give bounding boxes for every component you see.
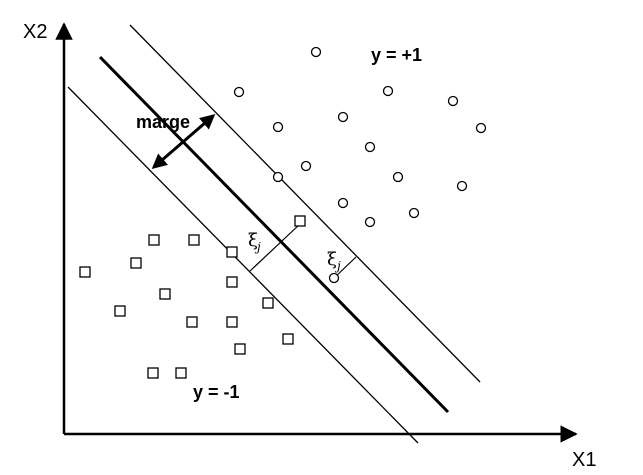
negative-point [262,297,274,309]
svg-text:j: j [254,240,261,254]
positive-point [272,121,284,133]
negative-point [130,257,142,269]
negative-point [226,246,238,258]
negative-point [147,367,159,379]
negative-class-label: y = -1 [193,382,240,402]
positive-point [272,171,284,183]
x-axis-label: X1 [572,449,596,471]
margin-label: marge [136,112,190,132]
y-axis-label: X2 [23,21,47,43]
negative-point [282,333,294,345]
positive-point [364,216,376,228]
positive-point [447,95,459,107]
positive-point [475,122,487,134]
positive-point-misclassified [328,272,340,284]
positive-point [382,85,394,97]
negative-point [175,367,187,379]
positive-point [233,86,245,98]
svg-text:ξ: ξ [327,249,337,270]
slack-line-square [249,223,301,272]
positive-points [233,46,487,284]
positive-point [456,180,468,192]
svg-text:j: j [334,259,341,273]
negative-point-misclassified [294,215,306,227]
positive-point [364,141,376,153]
margin-line-upper [129,24,481,383]
positive-point [337,197,349,209]
slack-label-1: ξ j [248,230,261,254]
slack-label-2: ξ j [327,249,341,273]
positive-point [408,207,420,219]
positive-point [310,46,322,58]
positive-point [337,111,349,123]
negative-point [234,343,246,355]
negative-point [148,234,160,246]
svg-text:ξ: ξ [248,230,258,251]
positive-point [392,171,404,183]
negative-points [79,215,306,379]
margin-arrow [151,114,216,169]
negative-point [188,234,200,246]
negative-point [226,276,238,288]
positive-class-label: y = +1 [371,45,422,65]
margin-line-lower [67,86,419,444]
negative-point [186,316,198,328]
negative-point [79,266,91,278]
positive-point [300,160,312,172]
negative-point [226,316,238,328]
negative-point [159,288,171,300]
negative-point [114,305,126,317]
